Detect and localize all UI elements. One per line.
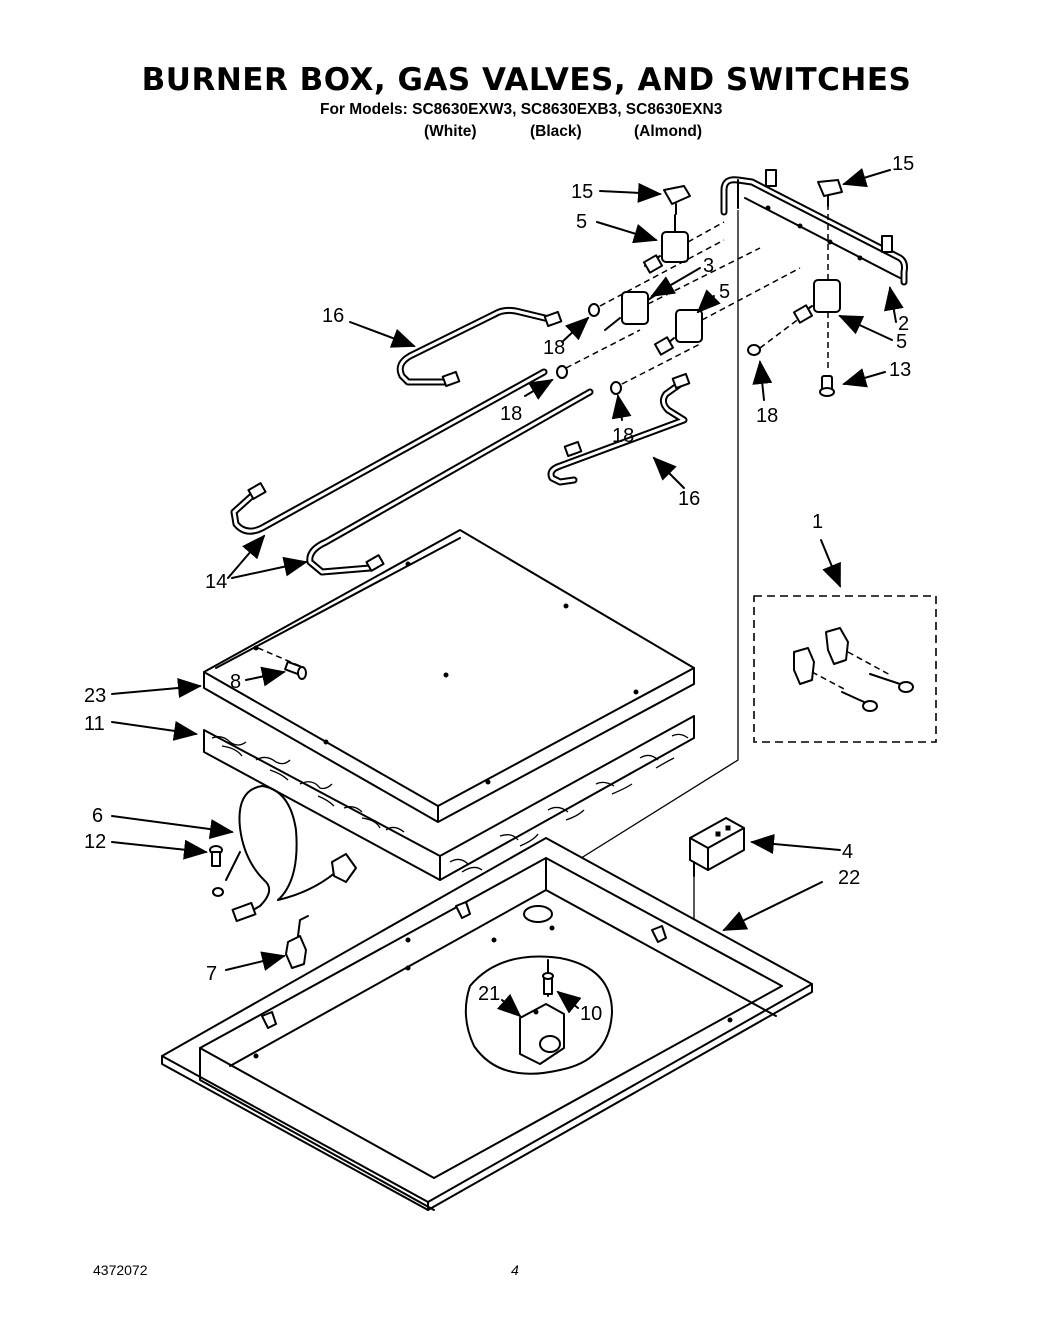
callout-18a: 18 [543, 337, 565, 359]
callout-5c: 5 [896, 331, 907, 353]
gas-valve-center-right [653, 267, 801, 356]
spark-module [519, 1003, 565, 1065]
callout-13: 13 [889, 359, 911, 381]
cover-screw [257, 647, 307, 680]
page-number: 4 [511, 1262, 519, 1278]
switch-kit-inset [753, 595, 937, 743]
models-line: For Models: SC8630EXW3, SC8630EXB3, SC86… [320, 101, 723, 118]
color-black: (Black) [530, 123, 582, 140]
burner-tube-long-left [230, 368, 548, 535]
page-title: BURNER BOX, GAS VALVES, AND SWITCHES [141, 62, 912, 98]
callout-23: 23 [84, 685, 106, 707]
burner-tube-upper [396, 306, 563, 388]
color-almond: (Almond) [634, 123, 703, 140]
module-screw [542, 972, 554, 995]
callout-22: 22 [838, 867, 860, 889]
callout-7: 7 [206, 963, 217, 985]
mounting-screw [819, 375, 835, 397]
document-number: 4372072 [93, 1262, 148, 1278]
ground-wire [545, 210, 739, 881]
callout-15b: 15 [892, 153, 914, 175]
burner-box-cover [203, 529, 695, 823]
callout-4: 4 [842, 841, 853, 863]
callout-6: 6 [92, 805, 103, 827]
callout-15a: 15 [571, 181, 593, 203]
orifice-hoods [556, 239, 801, 395]
valve-stem-right [817, 179, 843, 207]
callout-3: 3 [703, 255, 714, 277]
callout-5b: 5 [719, 281, 730, 303]
terminal-block [689, 817, 745, 1040]
burner-tube-long-right [306, 388, 594, 576]
color-white: (White) [424, 123, 477, 140]
callout-1: 1 [812, 511, 823, 533]
callout-12: 12 [84, 831, 106, 853]
burner-tube-lower [547, 372, 691, 486]
leader-lines [111, 168, 904, 1018]
wire-clip [285, 915, 309, 969]
callout-8: 8 [230, 671, 241, 693]
callout-21: 21 [478, 983, 500, 1005]
gas-valve-right [792, 205, 841, 372]
callout-2: 2 [898, 313, 909, 335]
callout-10: 10 [580, 1003, 602, 1025]
callout-16a: 16 [322, 305, 344, 327]
callout-18c: 18 [612, 425, 634, 447]
callout-14: 14 [205, 571, 227, 593]
wire-harness [212, 785, 357, 923]
gas-valve-left-rear [642, 214, 725, 274]
ground-screw [209, 845, 223, 867]
callout-16b: 16 [678, 488, 700, 510]
callout-labels: 15 5 3 15 5 2 5 13 16 18 18 18 18 16 14 … [84, 153, 914, 1025]
callout-18d: 18 [756, 405, 778, 427]
valve-stem-left [663, 185, 691, 215]
callout-5a: 5 [576, 211, 587, 233]
insulation-pad [203, 715, 695, 881]
gas-manifold [720, 169, 908, 286]
callout-11: 11 [84, 713, 105, 735]
callout-18b: 18 [500, 403, 522, 425]
burner-box [161, 837, 813, 1211]
